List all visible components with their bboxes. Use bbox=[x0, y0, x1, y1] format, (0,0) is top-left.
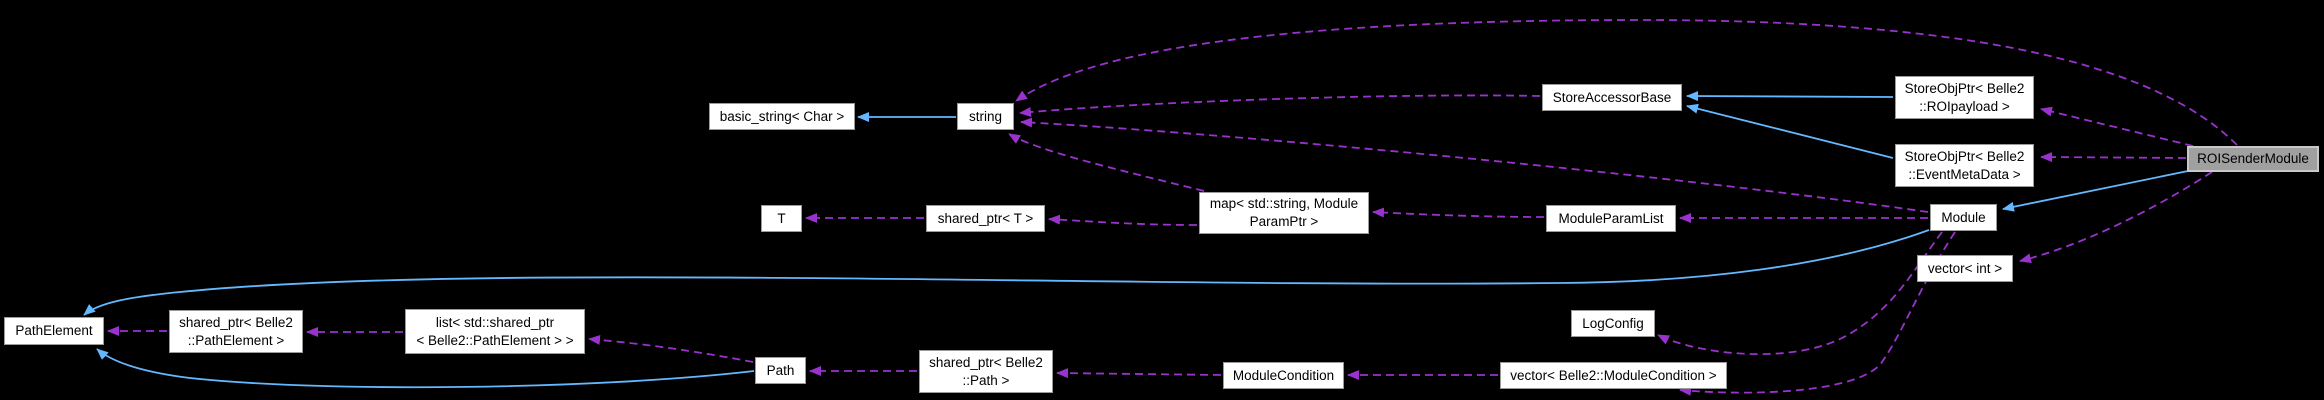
graph-node-label: Module bbox=[1941, 209, 1986, 225]
graph-node-mod_cond[interactable]: ModuleCondition bbox=[1223, 362, 1344, 389]
graph-node-label: PathElement bbox=[15, 323, 93, 339]
graph-node-label: ModuleCondition bbox=[1232, 367, 1335, 383]
graph-node-label: basic_string< Char > bbox=[719, 108, 845, 124]
edge-map-to-shared_ptr_t bbox=[1048, 214, 1198, 226]
edge-roisender-to-storeobj_roi bbox=[2040, 106, 2194, 147]
edge-storeobj_roi-to-store_accessor bbox=[1686, 91, 1894, 102]
edge-path-to-path_element bbox=[96, 348, 755, 389]
edge-mpl-to-map bbox=[1372, 207, 1545, 218]
graph-node-label: vector< int > bbox=[1927, 260, 2003, 276]
graph-node-label: ::ROIpayload > bbox=[1919, 98, 2010, 114]
graph-node-path[interactable]: Path bbox=[755, 357, 806, 384]
edge-mod_cond-to-sp_path bbox=[1056, 368, 1222, 379]
graph-node-vec_int[interactable]: vector< int > bbox=[1917, 255, 2013, 282]
graph-node-shared_ptr_t[interactable]: shared_ptr< T > bbox=[926, 205, 1045, 232]
graph-node-storeobj_emd[interactable]: StoreObjPtr< Belle2::EventMetaData > bbox=[1895, 144, 2034, 187]
graph-node-label: StoreAccessorBase bbox=[1552, 89, 1672, 105]
graph-node-label: ::Path > bbox=[962, 372, 1010, 388]
graph-node-label: list< std::shared_ptr bbox=[435, 314, 555, 330]
graph-node-t[interactable]: T bbox=[761, 205, 802, 232]
graph-node-module[interactable]: Module bbox=[1930, 204, 1997, 231]
graph-node-roisender[interactable]: ROISenderModule bbox=[2187, 146, 2319, 172]
edge-roisender-to-module bbox=[2002, 170, 2189, 212]
graph-node-vec_mc[interactable]: vector< Belle2::ModuleCondition > bbox=[1500, 362, 1727, 389]
graph-node-label: LogConfig bbox=[1582, 315, 1644, 331]
graph-node-label: StoreObjPtr< Belle2 bbox=[1904, 80, 2025, 96]
edge-store_accessor-to-string bbox=[1019, 94, 1541, 117]
edge-storeobj_emd-to-store_accessor bbox=[1686, 103, 1894, 159]
edge-module-to-logconfig bbox=[1657, 231, 1943, 356]
graph-node-list_pe[interactable]: list< std::shared_ptr< Belle2::PathEleme… bbox=[405, 309, 585, 354]
graph-node-label: StoreObjPtr< Belle2 bbox=[1904, 148, 2025, 164]
graph-node-storeobj_roi[interactable]: StoreObjPtr< Belle2::ROIpayload > bbox=[1895, 76, 2034, 119]
graph-node-string[interactable]: string bbox=[957, 103, 1014, 130]
graph-node-label: ::EventMetaData > bbox=[1908, 166, 2021, 182]
edge-module-to-path_element bbox=[83, 229, 1930, 316]
graph-node-sp_path[interactable]: shared_ptr< Belle2::Path > bbox=[919, 350, 1053, 393]
graph-node-logconfig[interactable]: LogConfig bbox=[1571, 310, 1655, 337]
graph-node-label: string bbox=[968, 108, 1002, 124]
graph-node-label: shared_ptr< T > bbox=[937, 210, 1034, 226]
graph-node-sp_pe[interactable]: shared_ptr< Belle2::PathElement > bbox=[169, 310, 303, 353]
graph-node-path_element[interactable]: PathElement bbox=[4, 317, 104, 345]
graph-node-label: ModuleParamList bbox=[1558, 210, 1664, 226]
graph-node-label: ParamPtr > bbox=[1249, 214, 1319, 229]
edge-roisender-to-storeobj_emd bbox=[2040, 152, 2187, 163]
graph-node-label: map< std::string, Module bbox=[1209, 196, 1359, 212]
graph-node-store_accessor[interactable]: StoreAccessorBase bbox=[1542, 84, 1682, 111]
graph-node-mpl[interactable]: ModuleParamList bbox=[1546, 205, 1676, 232]
graph-node-label: Path bbox=[766, 362, 795, 378]
graph-node-label: shared_ptr< Belle2 bbox=[179, 314, 293, 330]
graph-node-label: ROISenderModule bbox=[2197, 151, 2309, 167]
graph-node-label: ::PathElement > bbox=[187, 332, 285, 348]
graph-node-label: vector< Belle2::ModuleCondition > bbox=[1510, 367, 1717, 383]
graph-node-label: shared_ptr< Belle2 bbox=[929, 354, 1043, 370]
edge-module-to-string bbox=[1020, 117, 1929, 213]
edge-map-to-string bbox=[1008, 133, 1205, 192]
edge-roisender-to-string bbox=[1015, 19, 2238, 146]
edge-path-to-list_pe bbox=[588, 334, 754, 363]
graph-node-basic_string[interactable]: basic_string< Char > bbox=[709, 103, 855, 130]
graph-node-label: T bbox=[777, 210, 786, 226]
edge-roisender-to-vec_int bbox=[2019, 171, 2213, 264]
graph-node-label: < Belle2::PathElement > > bbox=[416, 332, 574, 348]
